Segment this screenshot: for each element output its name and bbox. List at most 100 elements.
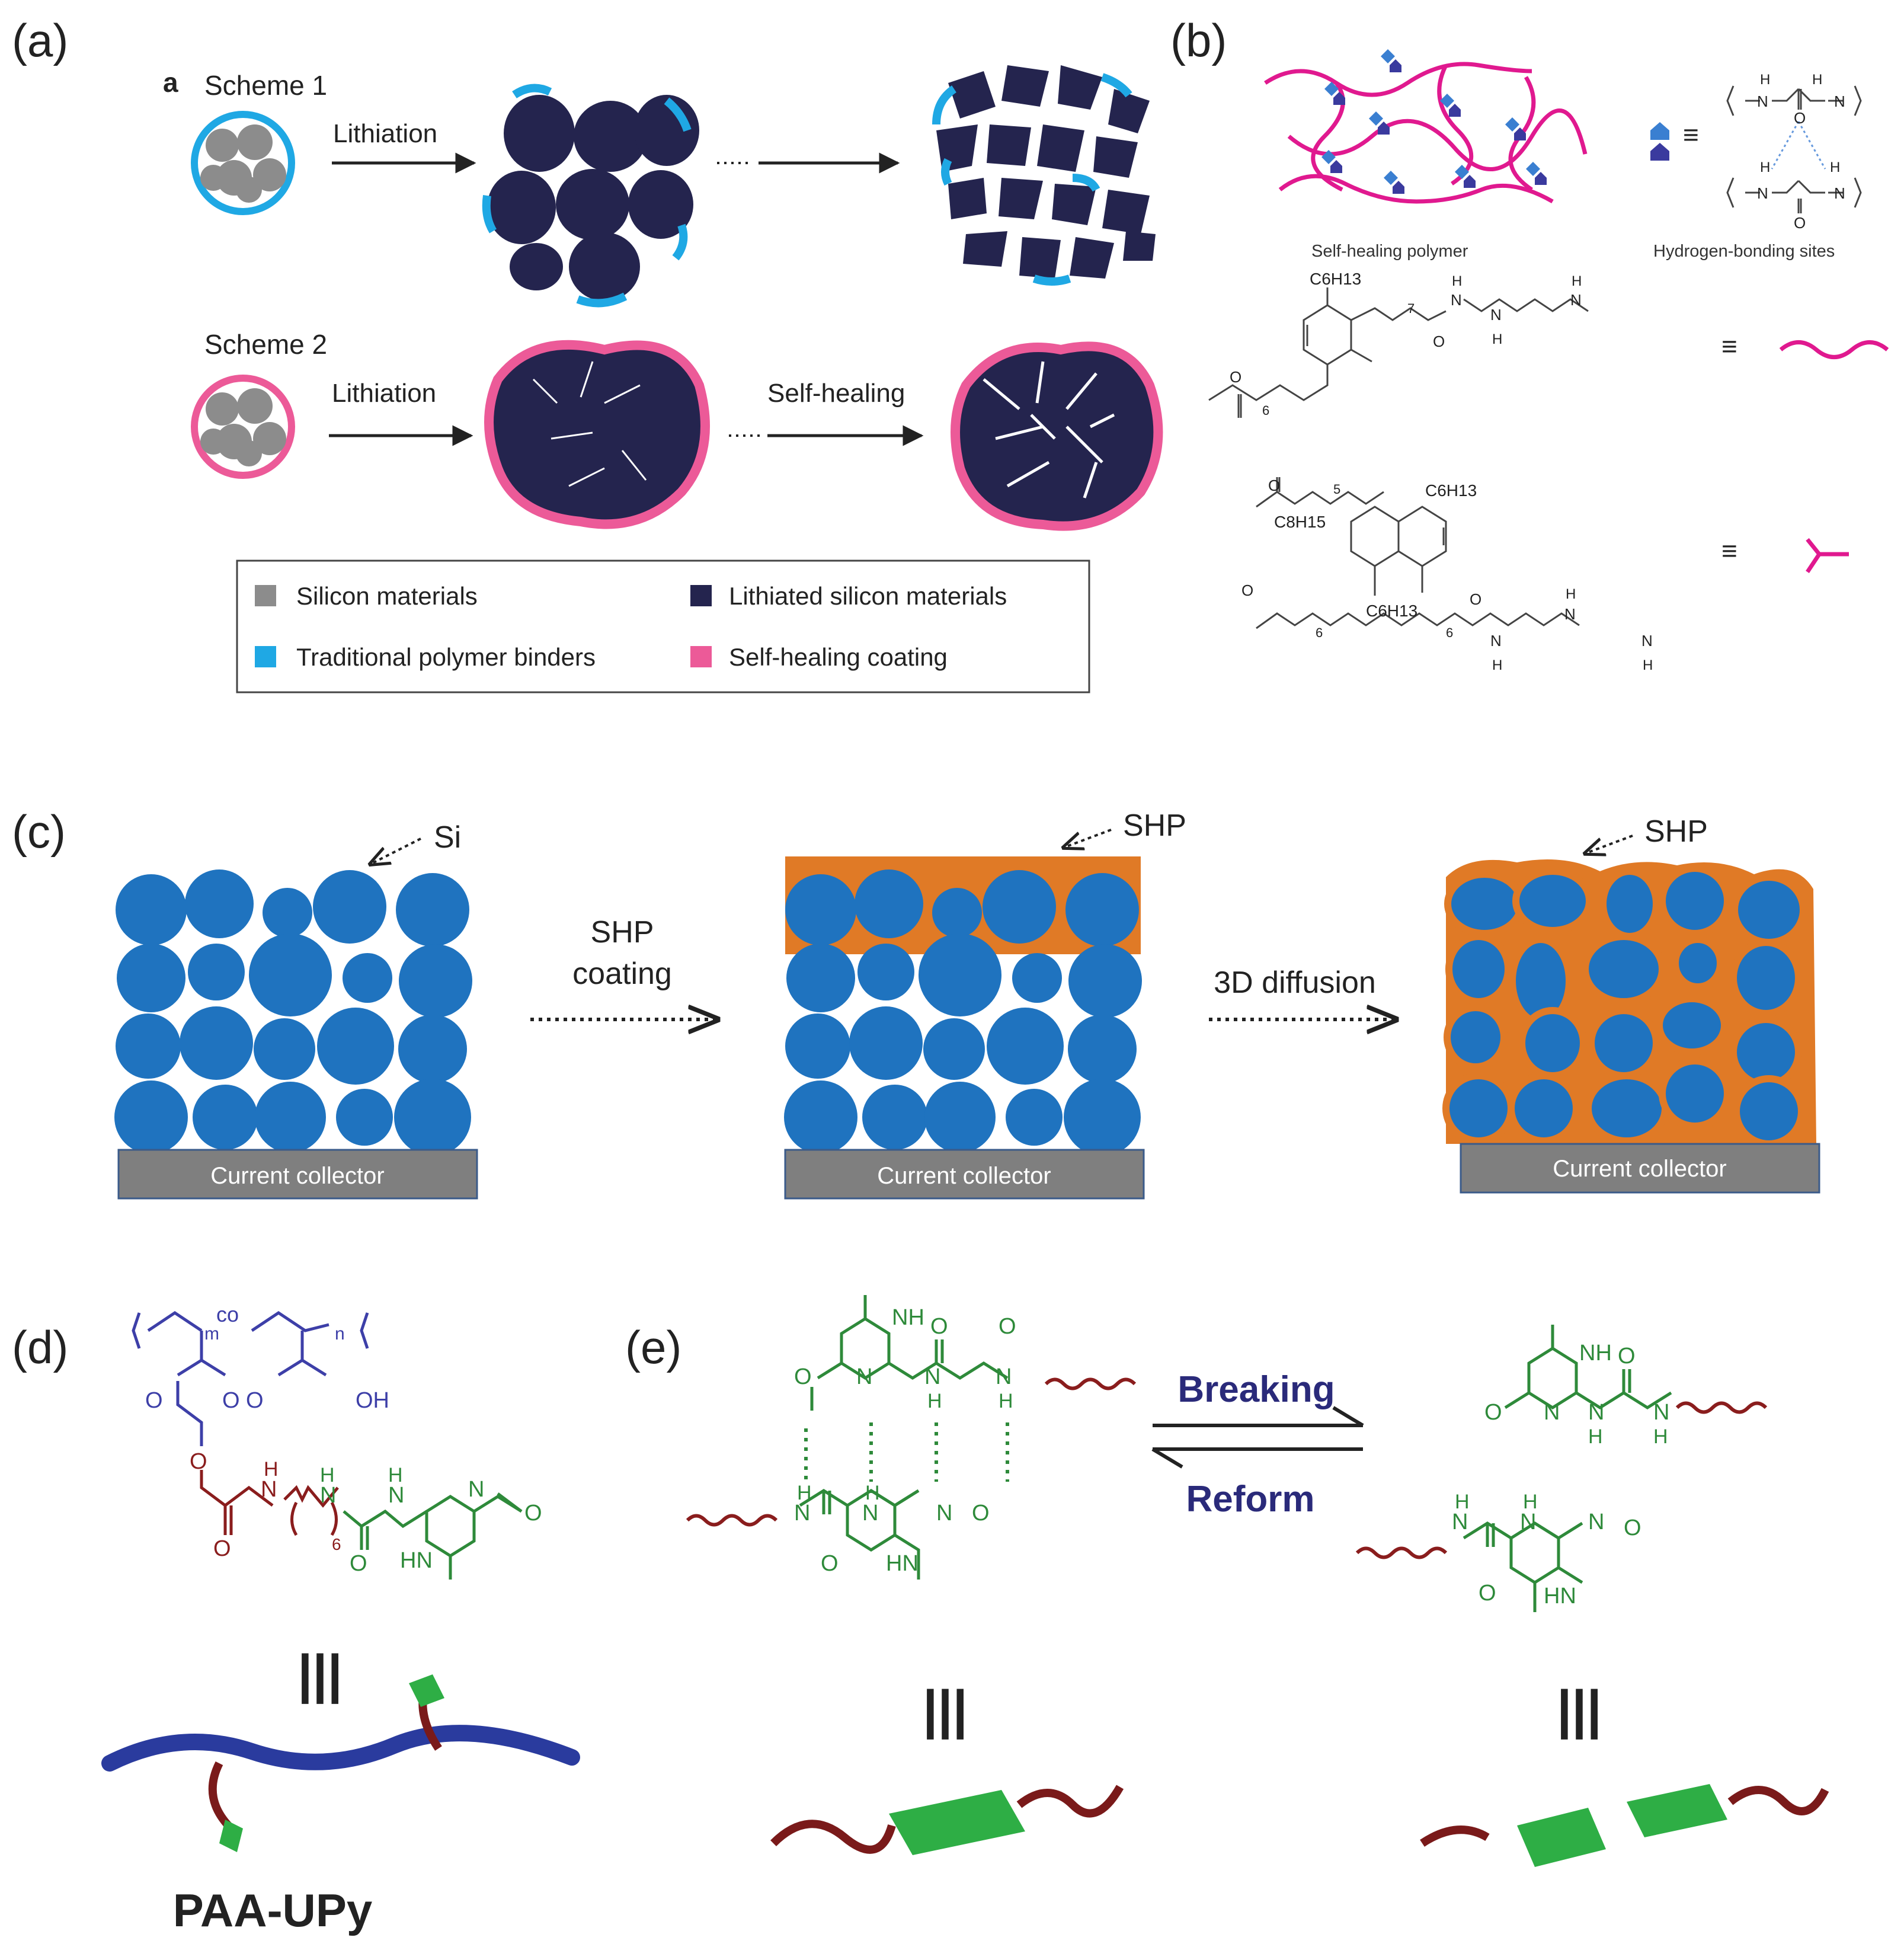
svg-text:O: O	[1479, 1581, 1496, 1606]
svg-text:N: N	[1451, 291, 1462, 309]
svg-text:HN: HN	[1544, 1584, 1576, 1609]
svg-text:OH: OH	[356, 1388, 389, 1413]
panel-e: (e) NH O O O N N N H H	[625, 1295, 1829, 1867]
panel-a: (a) a Scheme 1 Lithiation	[12, 14, 1163, 693]
svg-text:N: N	[1544, 1400, 1560, 1425]
panel-d: (d) m co n O O O OH O O N H	[12, 1302, 580, 1936]
svg-text:NH: NH	[1579, 1341, 1612, 1366]
panel-a-label: (a)	[12, 14, 68, 66]
scheme1-silicon-particle	[191, 111, 295, 215]
collector-1-label: Current collector	[210, 1163, 384, 1189]
equilibrium-arrows	[1151, 1406, 1364, 1469]
si-electrode-shp-coated	[784, 856, 1142, 1156]
svg-text:O: O	[213, 1536, 231, 1561]
upy-monomer-structure-2	[1463, 1521, 1583, 1612]
svg-text:O: O	[1470, 590, 1481, 608]
svg-text:O: O	[1268, 477, 1280, 494]
upy-dimer-hbonds	[804, 1422, 1009, 1482]
svg-text:N: N	[1834, 92, 1845, 110]
legend-swatch-self-healing	[690, 646, 712, 667]
svg-text:H: H	[1653, 1425, 1668, 1448]
svg-text:N: N	[1588, 1510, 1604, 1534]
svg-text:5: 5	[1333, 482, 1340, 497]
svg-text:N: N	[1564, 605, 1576, 623]
svg-text:6: 6	[1446, 625, 1453, 640]
trimer-structure-2	[1256, 477, 1580, 629]
svg-text:H: H	[1492, 331, 1502, 347]
legend-label-binder: Traditional polymer binders	[296, 643, 596, 671]
triple-bond-symbol-e-left: |||	[923, 1680, 968, 1740]
panel-d-label: (d)	[12, 1321, 68, 1373]
svg-text:N: N	[924, 1364, 940, 1389]
caption-self-healing-polymer: Self-healing polymer	[1311, 242, 1468, 261]
svg-text:H: H	[264, 1458, 279, 1481]
scheme2-title: Scheme 2	[204, 329, 327, 360]
upy-dimer-chain-left	[686, 1514, 778, 1527]
panel-b: (b) Self-healing polymer ≡	[1170, 14, 1889, 673]
svg-text:O: O	[246, 1388, 264, 1413]
scheme1-title: Scheme 1	[204, 70, 327, 101]
si-electrode-pristine	[114, 869, 472, 1156]
svg-text:N: N	[1757, 184, 1768, 202]
panel-c-label: (c)	[12, 805, 66, 858]
triple-bond-symbol-e-right: |||	[1557, 1680, 1602, 1740]
scheme2-healed-cluster	[951, 341, 1163, 531]
svg-text:H: H	[1588, 1425, 1603, 1448]
svg-text:H: H	[865, 1482, 880, 1504]
svg-text:H: H	[927, 1390, 942, 1412]
equiv-sign-1: ≡	[1683, 119, 1699, 150]
paa-upy-name: PAA-UPy	[173, 1884, 373, 1936]
caption-hydrogen-bonding-sites: Hydrogen-bonding sites	[1653, 242, 1835, 261]
scheme1-fractured-cluster	[932, 65, 1156, 286]
svg-text:O: O	[1624, 1516, 1641, 1540]
upy-unit-structure-d	[343, 1492, 523, 1580]
scheme2-silicon-particle	[191, 375, 295, 479]
dimer-acid-amine-structure-1	[1208, 287, 1589, 418]
panel-b-label: (b)	[1170, 14, 1227, 66]
svg-text:O: O	[972, 1501, 990, 1526]
svg-text:N: N	[1570, 291, 1582, 309]
upy-separated-cartoon	[1420, 1784, 1829, 1867]
svg-text:N: N	[1834, 184, 1845, 202]
arrow1-label-line1: SHP	[591, 915, 654, 949]
breaking-label: Breaking	[1177, 1369, 1335, 1410]
svg-text:H: H	[1830, 159, 1840, 175]
svg-text:m: m	[204, 1324, 219, 1344]
paa-backbone-structure	[132, 1310, 369, 1446]
svg-text:O: O	[524, 1501, 542, 1526]
svg-text:H: H	[1812, 72, 1822, 88]
svg-text:O: O	[1794, 109, 1806, 127]
arrow1-label-line2: coating	[572, 957, 672, 991]
svg-text:H: H	[1566, 586, 1576, 602]
reform-label: Reform	[1186, 1479, 1314, 1520]
svg-text:N: N	[320, 1483, 336, 1508]
svg-text:H: H	[999, 1390, 1013, 1412]
svg-text:N: N	[1757, 92, 1768, 110]
svg-text:H: H	[797, 1482, 812, 1504]
svg-text:O: O	[190, 1449, 207, 1474]
legend-swatch-silicon	[255, 585, 276, 606]
urea-atom-labels: N H N H O H H N N O	[1757, 72, 1845, 232]
svg-text:H: H	[320, 1464, 335, 1486]
svg-text:N: N	[261, 1477, 277, 1502]
upy-labels-d: N H O N H N HN O	[320, 1464, 542, 1576]
panel-c: (c) Current collector Si SHP coating	[12, 805, 1820, 1200]
svg-text:O: O	[794, 1364, 812, 1389]
svg-text:O: O	[930, 1314, 948, 1339]
upy-dimer-chain-right	[1044, 1377, 1137, 1390]
svg-text:6: 6	[1316, 625, 1323, 640]
urea-dimer-structure	[1726, 85, 1862, 213]
shp-pointer-arrow-1	[1064, 829, 1112, 848]
monomer-1-chain	[1675, 1401, 1768, 1414]
svg-text:O: O	[821, 1551, 839, 1576]
svg-text:H: H	[1572, 273, 1582, 289]
svg-text:O: O	[145, 1388, 163, 1413]
upy-monomer-1-labels: NH O O N N H N H	[1484, 1341, 1669, 1448]
hydrogen-bonding-markers	[1321, 49, 1547, 194]
svg-text:H: H	[1455, 1491, 1470, 1513]
svg-text:N: N	[1490, 306, 1502, 324]
upy-monomer-structure-1	[1504, 1325, 1672, 1409]
svg-text:N: N	[1452, 1510, 1468, 1534]
svg-text:H: H	[1492, 657, 1502, 673]
